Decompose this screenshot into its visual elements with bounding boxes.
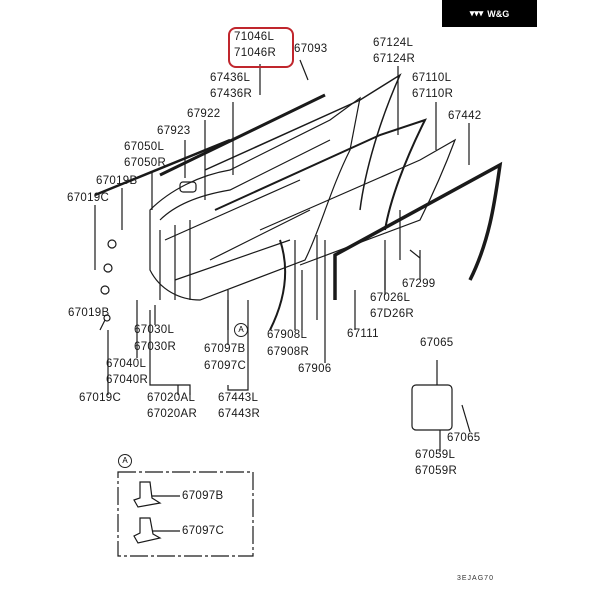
diagram-code: 3EJAG70 — [457, 575, 494, 582]
part-label: 67050L — [124, 141, 165, 153]
part-label: 67019C — [79, 392, 122, 404]
inset-part-label: 67097B — [182, 490, 224, 502]
part-label: 67442 — [448, 110, 482, 122]
window-frame — [204, 73, 402, 211]
highlight-box — [228, 27, 294, 68]
part-label: 67065 — [447, 432, 481, 444]
part-label: 67030R — [134, 341, 177, 353]
clip-67097c — [133, 517, 162, 544]
part-label: 71046R — [234, 47, 277, 59]
part-label: 67030L — [134, 324, 175, 336]
part-label: 67040R — [106, 374, 149, 386]
part-label: 67436L — [210, 72, 251, 84]
part-label: 67059L — [415, 449, 456, 461]
part-label: 67124R — [373, 53, 416, 65]
part-label: 67097C — [204, 360, 247, 372]
part-label: 67908L — [267, 329, 308, 341]
part-label: 67093 — [294, 43, 328, 55]
part-label: 67110R — [412, 88, 454, 100]
part-label: 67906 — [298, 363, 332, 375]
clip-67097b — [133, 481, 162, 508]
part-label: 71046L — [234, 31, 275, 43]
part-label: 67050R — [124, 157, 167, 169]
part-label: 67040L — [106, 358, 147, 370]
part-label: 67019C — [67, 192, 110, 204]
part-label: 67019B — [96, 175, 138, 187]
triple-v-icon: ▾▾▾ — [469, 8, 484, 18]
callout-marker: A — [234, 323, 248, 337]
part-label: 67443L — [218, 392, 259, 404]
door-panel — [149, 96, 361, 301]
part-label: 67020AR — [147, 408, 198, 420]
inset-marker: A — [118, 454, 132, 468]
part-label: 67922 — [187, 108, 221, 120]
inset-box — [117, 471, 254, 557]
part-label: 67111 — [347, 328, 379, 340]
part-label: 67110L — [412, 72, 452, 84]
glass-run — [333, 161, 503, 300]
part-label: 67019B — [68, 307, 110, 319]
brand-logo: ▾▾▾ W&G — [442, 0, 537, 27]
part-label: 67D26R — [370, 308, 414, 320]
part-label: 67065 — [420, 337, 454, 349]
part-label: 67436R — [210, 88, 253, 100]
inset-part-label: 67097C — [182, 525, 225, 537]
door-lock — [411, 384, 453, 431]
glass — [259, 138, 457, 266]
part-label: 67097B — [204, 343, 246, 355]
belt-moulding — [159, 93, 326, 177]
part-label: 67124L — [373, 37, 414, 49]
part-label: 67026L — [370, 292, 411, 304]
part-label: 67299 — [402, 278, 436, 290]
part-label: 67020AL — [147, 392, 196, 404]
part-label: 67443R — [218, 408, 261, 420]
part-label: 67923 — [157, 125, 191, 137]
part-label: 67908R — [267, 346, 310, 358]
part-label: 67059R — [415, 465, 458, 477]
